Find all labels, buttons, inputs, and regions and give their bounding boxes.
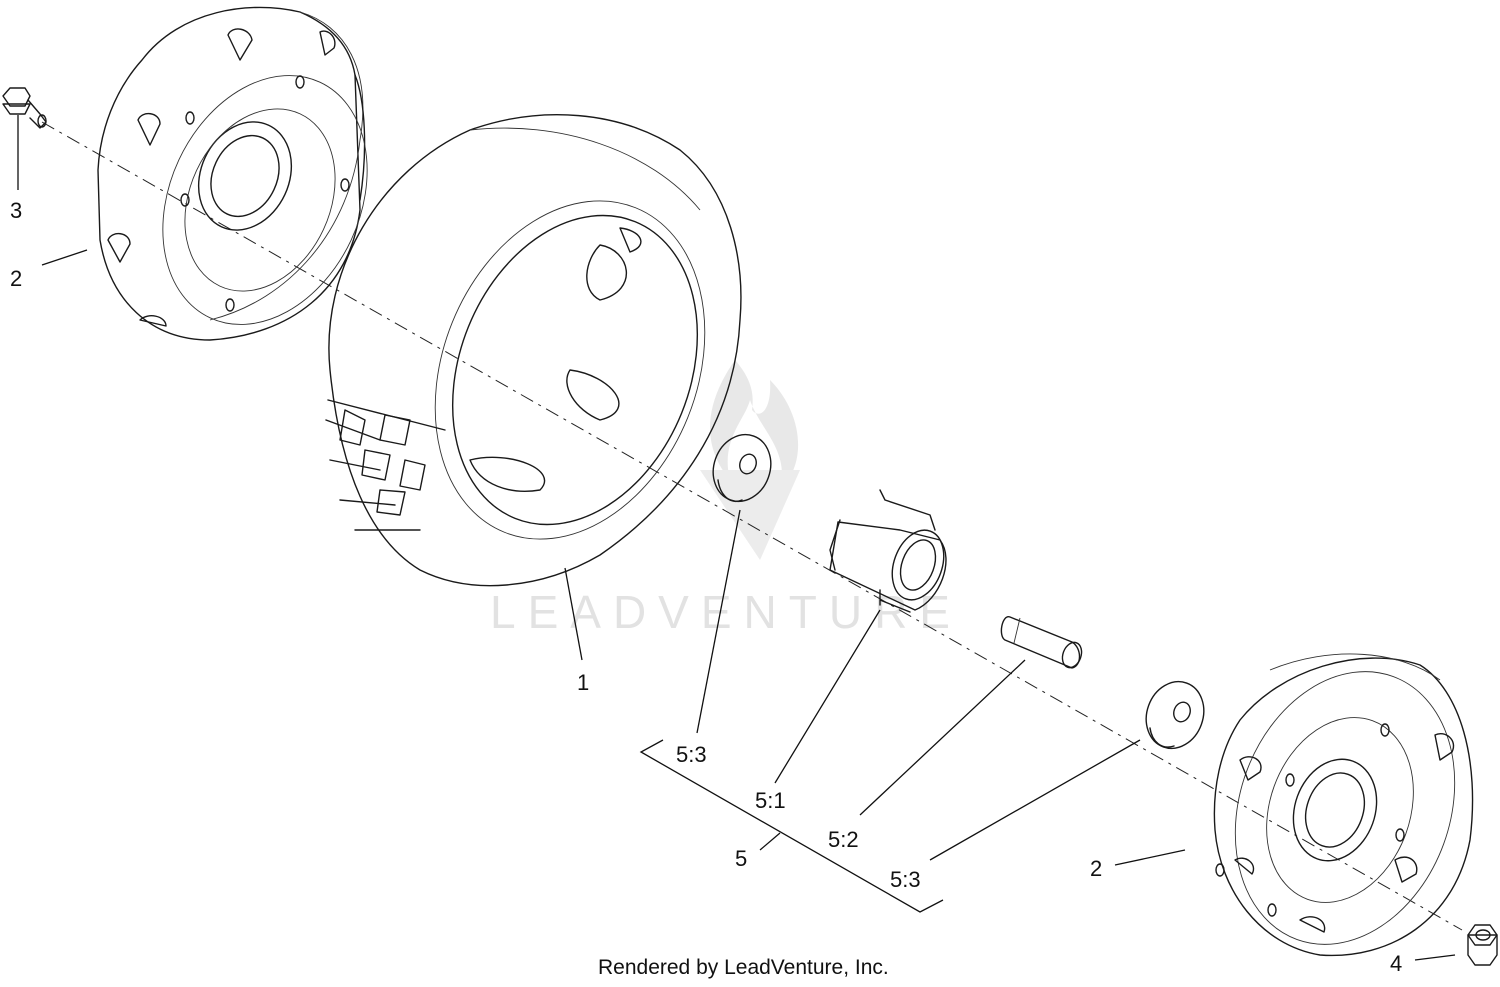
bolt-part [2, 87, 47, 129]
right-hub-cap-part [1213, 653, 1474, 957]
callout-2-right: 2 [1090, 856, 1102, 881]
callout-1: 1 [577, 670, 589, 695]
spacer-top-part [712, 433, 772, 503]
watermark-flame-logo [700, 360, 800, 560]
callout-3: 3 [10, 198, 22, 223]
tire-part [325, 114, 742, 587]
right-hub-cap-vents [1234, 733, 1455, 933]
tire-tread [325, 399, 446, 531]
watermark: LEADVENTURE [490, 360, 962, 638]
axle-pin-part [1000, 616, 1083, 669]
callout-5-3-top: 5:3 [676, 742, 707, 767]
leader-lines [17, 115, 1456, 961]
callout-5-2: 5:2 [828, 827, 859, 852]
callout-4: 4 [1390, 951, 1402, 976]
callout-5-1: 5:1 [755, 788, 786, 813]
left-hub-cap-vents [107, 28, 336, 327]
callout-labels: 3 2 1 5:3 5:1 5:2 5 5:3 2 4 [10, 198, 1402, 976]
assembly-axis [41, 121, 1463, 931]
left-hub-cap-part [97, 6, 368, 341]
spacer-bottom-part [1145, 680, 1205, 750]
footer-credit: Rendered by LeadVenture, Inc. [598, 956, 889, 979]
nut-part [1467, 924, 1498, 966]
bearing-clip-part [829, 489, 947, 613]
right-hub-cap-holes [1215, 723, 1405, 917]
tire-inner-spokes [469, 227, 642, 492]
left-hub-cap-holes [180, 75, 350, 312]
callout-2-left: 2 [10, 266, 22, 291]
callout-5-3-bottom: 5:3 [890, 867, 921, 892]
callout-5: 5 [735, 846, 747, 871]
watermark-text: LEADVENTURE [490, 586, 962, 638]
